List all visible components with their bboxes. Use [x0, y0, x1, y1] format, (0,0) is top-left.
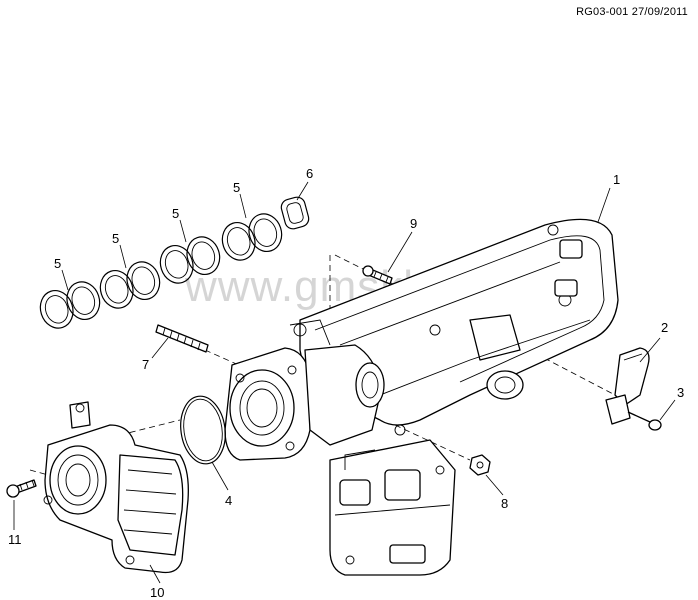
throttle-body [43, 401, 189, 574]
callout-2: 2 [661, 320, 668, 335]
callout-9: 9 [410, 216, 417, 231]
callout-5-a: 5 [54, 256, 61, 271]
callout-5-b: 5 [112, 231, 119, 246]
sensor-bolt [627, 411, 662, 431]
callout-8: 8 [501, 496, 508, 511]
o-ring [180, 395, 226, 465]
callout-5-d: 5 [233, 180, 240, 195]
sensor [605, 347, 650, 425]
nut [469, 454, 491, 476]
callout-1: 1 [613, 172, 620, 187]
leader-lines [13, 181, 676, 584]
diagram-reference-code: RG03-001 27/09/2011 [576, 6, 688, 18]
callout-labels: 1 2 3 4 5 5 5 5 5 6 7 8 9 10 11 [8, 166, 684, 600]
callout-5-c: 5 [172, 206, 179, 221]
callout-6: 6 [306, 166, 313, 181]
callout-7: 7 [142, 357, 149, 372]
small-gasket [280, 196, 310, 230]
callout-3: 3 [677, 385, 684, 400]
callout-11: 11 [8, 532, 22, 547]
callout-10: 10 [150, 585, 164, 600]
lower-actuator-assembly [329, 439, 456, 576]
callout-4: 4 [225, 493, 232, 508]
stud [155, 324, 209, 353]
bolt [362, 265, 393, 285]
throttle-body-bolt [6, 479, 37, 498]
manifold-gaskets [39, 213, 283, 329]
throttle-flange-housing [224, 319, 385, 461]
